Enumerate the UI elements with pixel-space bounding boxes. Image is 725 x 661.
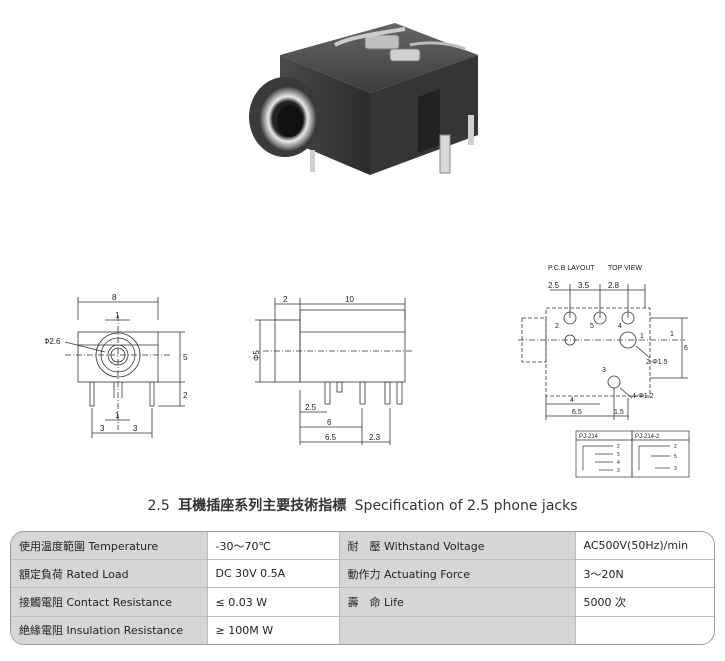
pcb-dim-35: 3.5 [578,281,590,290]
pcb-dim-28: 2.8 [608,281,620,290]
spec-value: -30～70℃ [207,532,340,561]
side-view-svg: 2 10 Φ5 2.5 6 6.5 2.3 [252,295,413,445]
schematic-b-pin: 5 [674,454,677,460]
front-view-svg: 8 1 Φ2.6 5 2 1 3 3 [43,293,188,438]
product-photo [240,15,485,190]
pcb-pin-3: 3 [602,367,606,374]
side-dim-c: 6.5 [325,433,337,442]
pcb-pin-2: 2 [555,323,559,330]
spec-label: 接觸電阻 Contact Resistance [11,587,208,617]
front-dim-left: 3 [100,424,105,433]
spec-value: ≥ 100M W [207,616,340,644]
front-dim-inner: 1 [115,311,120,320]
spec-label: 額定負荷 Rated Load [11,559,208,589]
front-dim-pin: 2 [183,391,188,400]
pcb-layout-drawing: P.C.B LAYOUT TOP VIEW [510,258,695,428]
phone-jack-illustration [249,23,478,175]
side-view-drawing: 2 10 Φ5 2.5 6 6.5 2.3 [245,290,415,450]
table-row: 額定負荷 Rated Load DC 30V 0.5A 動作力 Actuatin… [11,559,714,589]
schematic-a-pin: 4 [617,460,620,466]
pcb-label-layout: P.C.B LAYOUT [548,265,596,272]
side-dim-a: 2.5 [305,403,317,412]
pcb-dim-side-6: 6 [684,345,688,352]
spec-label-zh: 額定負荷 [19,567,63,581]
side-dim-length: 10 [345,295,354,304]
title-en: Specification of 2.5 phone jacks [354,498,578,514]
schematic-a-pin: 5 [617,452,620,458]
front-dim-height: 5 [183,353,188,362]
spec-value: AC500V(50Hz)/min [575,532,714,561]
spec-label: 使用温度範圍 Temperature [11,532,208,561]
title-size: 2.5 [147,498,170,514]
pcb-dim-4: 4 [570,397,574,404]
title-zh: 耳機插座系列主要技術指標 [178,498,347,514]
side-dim-dia: Φ5 [252,350,261,361]
spec-label-en: Actuating Force [384,567,470,581]
pcb-label-view: TOP VIEW [608,265,642,272]
pcb-dim-65: 6.5 [572,409,582,416]
spec-label-zh: 接觸電阻 [19,596,63,610]
side-dim-front: 2 [283,295,288,304]
pcb-dim-15: 1.5 [614,409,624,416]
side-dim-d: 2.3 [369,433,381,442]
schematic-a-pin: 3 [617,468,620,474]
pcb-hole-b: 4-Φ1.2 [632,393,654,400]
spec-label-zh: 使用温度範圍 [19,539,85,553]
front-dim-width: 8 [112,293,117,302]
schematic-svg: PJ-214 PJ-214-2 2 5 4 3 2 5 3 [575,430,690,478]
spec-title: 2.5 耳機插座系列主要技術指標 Specification of 2.5 ph… [0,495,725,515]
spec-table-container: 使用温度範圍 Temperature -30～70℃ 耐 壓 Withstand… [10,531,715,645]
spec-value: ≤ 0.03 W [207,587,340,617]
pcb-dim-25: 2.5 [548,281,560,290]
spec-label-en: Contact Resistance [66,596,173,610]
table-row: 使用温度範圍 Temperature -30～70℃ 耐 壓 Withstand… [11,532,714,561]
spec-label-en: Withstand Voltage [384,539,485,553]
pcb-pin-4: 4 [618,323,622,330]
spec-label-en: Rated Load [66,567,129,581]
pcb-pin-1: 1 [640,333,644,340]
spec-value [575,616,714,644]
spec-label-en: Life [384,596,404,610]
spec-label-zh: 耐 壓 [347,539,381,553]
spec-label-en: Insulation Resistance [66,624,184,638]
front-view-drawing: 8 1 Φ2.6 5 2 1 3 3 [43,290,195,440]
spec-label: 壽 命 Life [339,587,576,617]
spec-empty-cell [339,616,576,644]
side-dim-b: 6 [327,418,332,427]
spec-label: 絶緣電阻 Insulation Resistance [11,616,208,644]
spec-label-zh: 動作力 [347,567,381,581]
spec-label-zh: 絶緣電阻 [19,624,63,638]
table-row: 接觸電阻 Contact Resistance ≤ 0.03 W 壽 命 Lif… [11,587,714,617]
spec-label: 耐 壓 Withstand Voltage [339,532,576,561]
spec-label-zh: 壽 命 [347,596,381,610]
schematic-boxes: PJ-214 PJ-214-2 2 5 4 3 2 5 3 [575,430,690,478]
schematic-a-pin: 2 [617,444,620,450]
schematic-b-pin: 2 [674,444,677,450]
schematic-b-pin: 3 [674,466,677,472]
spec-label: 動作力 Actuating Force [339,559,576,589]
spec-table: 使用温度範圍 Temperature -30～70℃ 耐 壓 Withstand… [11,532,714,644]
front-dim-bottom-inner: 1 [115,411,120,420]
front-dim-dia: Φ2.6 [45,337,61,346]
table-row: 絶緣電阻 Insulation Resistance ≥ 100M W [11,616,714,644]
schematic-model-b: PJ-214-2 [635,434,660,440]
spec-value: 5000 次 [575,587,714,617]
pcb-dim-side-1: 1 [670,331,674,338]
pcb-hole-a: 2-Φ1.5 [646,359,668,366]
front-dim-right: 3 [133,424,138,433]
schematic-model-a: PJ-214 [579,434,599,440]
pcb-pin-5: 5 [590,323,594,330]
spec-value: DC 30V 0.5A [207,559,340,589]
pcb-layout-svg: P.C.B LAYOUT TOP VIEW [518,265,688,420]
spec-value: 3～20N [575,559,714,589]
spec-label-en: Temperature [88,539,159,553]
